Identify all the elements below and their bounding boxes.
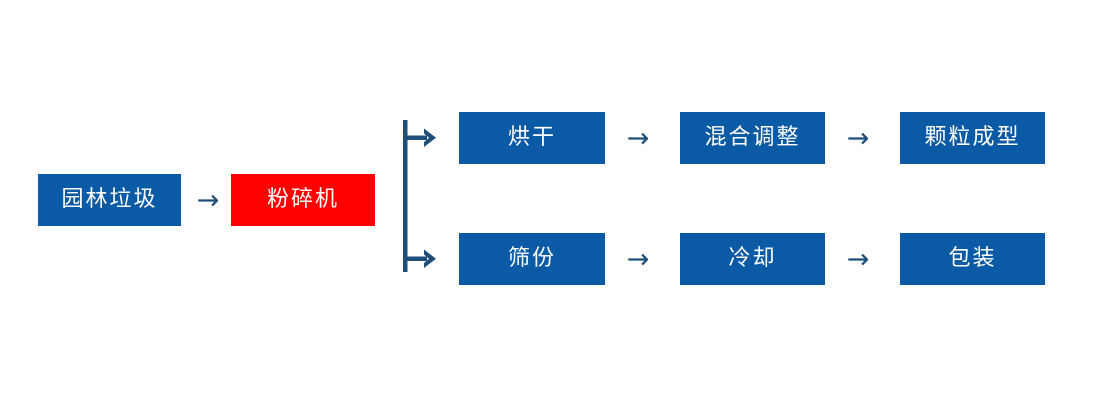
arrow-right-icon: → xyxy=(846,243,870,275)
node-label: 混合调整 xyxy=(704,125,801,150)
node-label: 粉碎机 xyxy=(266,187,339,212)
node-granulation[interactable]: 颗粒成型 xyxy=(900,112,1045,164)
node-label: 包装 xyxy=(948,246,997,271)
arrow-right-icon: → xyxy=(846,122,870,154)
node-garden-waste[interactable]: 园林垃圾 xyxy=(38,174,181,226)
node-label: 烘干 xyxy=(507,125,556,150)
node-mixing-adjustment[interactable]: 混合调整 xyxy=(680,112,825,164)
node-label: 园林垃圾 xyxy=(61,187,158,212)
branch-split-connector xyxy=(396,112,448,282)
branch-split-icon xyxy=(403,120,436,272)
node-packaging[interactable]: 包装 xyxy=(900,233,1045,285)
node-label: 筛份 xyxy=(507,246,556,271)
node-drying[interactable]: 烘干 xyxy=(459,112,605,164)
arrow-right-icon: → xyxy=(626,243,650,275)
node-label: 冷却 xyxy=(728,246,777,271)
arrow-right-icon: → xyxy=(626,122,650,154)
node-screening[interactable]: 筛份 xyxy=(459,233,605,285)
node-label: 颗粒成型 xyxy=(924,125,1021,150)
arrow-right-icon: → xyxy=(196,184,220,216)
node-cooling[interactable]: 冷却 xyxy=(680,233,825,285)
node-crusher[interactable]: 粉碎机 xyxy=(231,174,375,226)
